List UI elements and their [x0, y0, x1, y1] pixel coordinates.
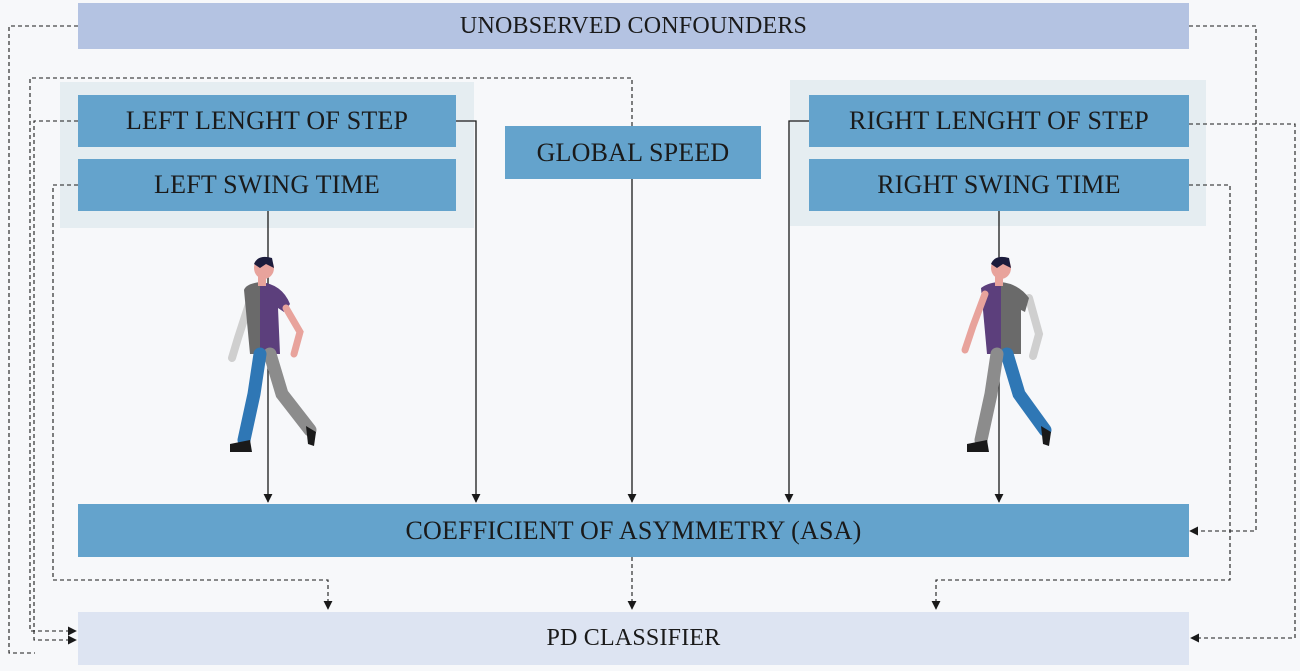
global-speed-node: GLOBAL SPEED — [505, 126, 761, 179]
left-length-of-step-node: LEFT LENGHT OF STEP — [78, 95, 456, 147]
edge-right-length-to-asa — [784, 120, 809, 503]
edge-left-length-to-asa — [456, 120, 481, 503]
edge-right-length-to-pd — [1189, 123, 1296, 643]
edge-left-length-to-pd — [33, 120, 78, 645]
walking-person-icon-left — [228, 256, 317, 452]
walking-person-icon-right — [961, 256, 1052, 452]
unobserved-confounders-node: UNOBSERVED CONFOUNDERS — [78, 3, 1189, 49]
edge-confounders-to-pd — [8, 25, 78, 654]
pd-classifier-node: PD CLASSIFIER — [78, 612, 1189, 665]
edge-global-speed-to-pd — [29, 77, 633, 636]
edge-right-swing-to-pd — [931, 184, 1231, 610]
right-swing-time-node: RIGHT SWING TIME — [809, 159, 1189, 211]
edge-left-swing-to-pd — [52, 184, 333, 610]
coefficient-of-asymmetry-node: COEFFICIENT OF ASYMMETRY (ASA) — [78, 504, 1189, 557]
right-length-of-step-node: RIGHT LENGHT OF STEP — [809, 95, 1189, 147]
edge-confounders-to-asa — [1189, 25, 1257, 536]
left-swing-time-node: LEFT SWING TIME — [78, 159, 456, 211]
